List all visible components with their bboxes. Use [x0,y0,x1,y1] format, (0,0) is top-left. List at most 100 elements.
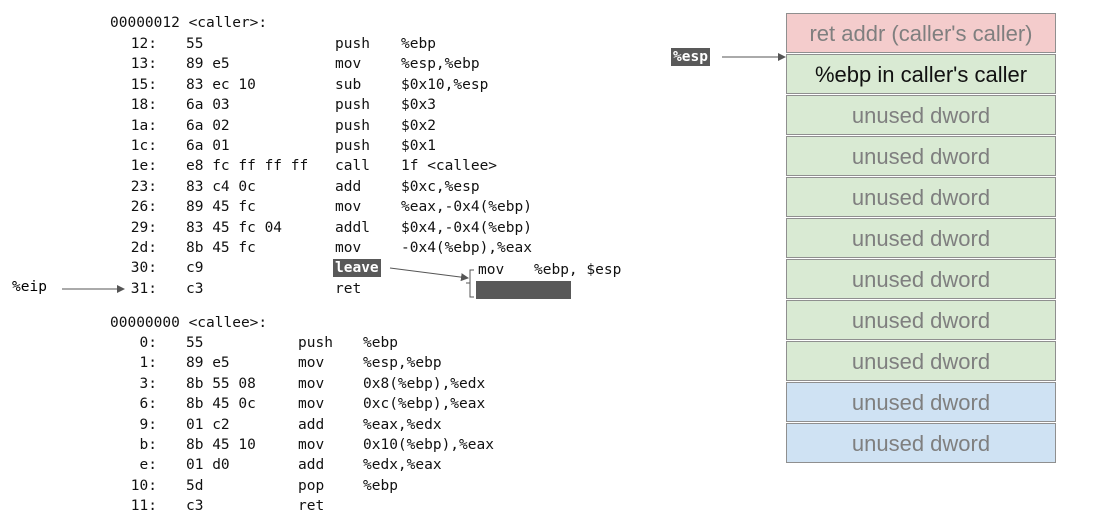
caller-line-mnem: leave [333,259,381,278]
stack-cell: unused dword [786,218,1056,258]
caller-line-bytes: 89 45 fc [186,199,256,216]
caller-line-bytes: 83 ec 10 [186,76,256,93]
callee-line-addr: 0: [139,335,157,351]
callee-line-addr: b: [139,437,157,453]
caller-line-bytes: 6a 03 [186,97,230,114]
esp-label: %esp [671,48,710,66]
caller-line-addr: 1e: [130,158,157,175]
caller-line-mnem: mov [335,56,362,73]
caller-line-bytes: 6a 01 [186,138,230,154]
caller-line-ops: $0x1 [401,138,436,154]
caller-line-ops: %eax,-0x4(%ebp) [401,199,532,216]
callee-line-mnem: push [298,335,333,351]
caller-line-bytes: 6a 02 [186,117,230,134]
caller-line-addr: 1a: [130,117,157,134]
caller-line-bytes: 83 45 fc 04 [186,219,283,236]
leave-brace [466,269,474,298]
caller-line-mnem: push [335,138,370,154]
caller-line-bytes: c3 [186,280,204,297]
stack-cell: unused dword [786,300,1056,340]
leave-expansion-pop-ops: %ebp [574,300,609,316]
caller-line-addr: 12: [130,36,157,52]
callee-line-mnem: add [298,457,325,474]
callee-line-mnem: mov [298,355,325,372]
caller-line-mnem: ret [335,280,362,297]
callee-line-mnem: pop [298,477,325,494]
caller-line-mnem: mov [335,240,362,256]
caller-line-ops: $0x4,-0x4(%ebp) [401,219,532,236]
callee-line-bytes: 01 d0 [186,457,230,474]
caller-line-mnem: push [335,97,370,114]
caller-line-ops: %esp,%ebp [401,56,480,73]
callee-line-addr: 3: [139,375,157,392]
callee-line-bytes: 8b 45 0c [186,396,256,413]
caller-line-mnem: mov [335,199,362,216]
callee-line-mnem: add [298,416,325,433]
leave-expansion-mov-ops: %ebp, $esp [534,262,622,278]
callee-line-addr: 6: [139,396,157,413]
caller-line-bytes: e8 fc ff ff ff [186,158,309,175]
callee-line-ops: %ebp [363,335,398,351]
caller-line-mnem: push [335,117,370,134]
caller-line-addr: 29: [130,219,157,236]
callee-line-bytes: 8b 45 10 [186,437,256,453]
callee-line-ops: %ebp [363,477,398,494]
caller-line-ops: 1f <callee> [401,158,498,175]
callee-line-addr: 11: [130,498,157,515]
stack-cell: unused dword [786,259,1056,299]
caller-line-addr: 2d: [130,240,157,256]
caller-line-mnem: call [335,158,370,175]
stack-cell: unused dword [786,423,1056,463]
callee-line-bytes: 8b 55 08 [186,375,256,392]
caller-line-ops: %ebp [401,36,436,52]
caller-line-mnem: add [335,178,362,195]
callee-line-ops: %edx,%eax [363,457,442,474]
callee-line-addr: 1: [139,355,157,372]
caller-line-addr: 30: [130,260,157,277]
stack-cell: unused dword [786,382,1056,422]
eip-label: %eip [12,279,47,295]
caller-line-bytes: 89 e5 [186,56,230,73]
caller-line-ops: -0x4(%ebp),%eax [401,240,532,256]
stack-cell: unused dword [786,95,1056,135]
stack-cell: unused dword [786,136,1056,176]
caller-line-addr: 26: [130,199,157,216]
stack-cell: unused dword [786,177,1056,217]
callee-header: 00000000 <callee>: [110,315,268,331]
caller-header: 00000012 <caller>: [110,15,268,31]
stack-cell: ret addr (caller's caller) [786,13,1056,53]
leave-expansion-mov-mnem: mov [478,262,505,278]
callee-line-ops: 0xc(%ebp),%eax [363,396,486,413]
caller-line-addr: 18: [130,97,157,114]
caller-line-ops: $0xc,%esp [401,178,480,195]
caller-line-bytes: 83 c4 0c [186,178,256,195]
callee-line-bytes: 89 e5 [186,355,230,372]
caller-line-addr: 31: [130,280,157,297]
caller-line-mnem: push [335,36,370,52]
caller-line-bytes: 55 [186,36,204,52]
leave-expansion-pop: pop %ebp [476,281,609,316]
caller-line-ops: $0x3 [401,97,436,114]
callee-line-ops: 0x8(%ebp),%edx [363,375,486,392]
caller-line-bytes: 8b 45 fc [186,240,256,256]
callee-line-mnem: mov [298,437,325,453]
callee-line-mnem: mov [298,396,325,413]
caller-line-addr: 1c: [130,138,157,154]
callee-line-addr: e: [139,457,157,474]
leave-expansion-pop-mnem: pop [512,300,540,316]
callee-line-bytes: 5d [186,477,204,494]
caller-line-ops: $0x2 [401,117,436,134]
callee-line-bytes: 01 c2 [186,416,230,433]
callee-line-bytes: c3 [186,498,204,515]
callee-line-ops: %eax,%edx [363,416,442,433]
caller-line-mnem: sub [335,76,362,93]
caller-line-addr: 13: [130,56,157,73]
callee-line-ops: %esp,%ebp [363,355,442,372]
caller-line-addr: 23: [130,178,157,195]
leave-arrow [389,267,469,282]
callee-line-bytes: 55 [186,335,204,351]
caller-line-bytes: c9 [186,260,204,277]
callee-line-addr: 10: [130,477,157,494]
stack-cell: unused dword [786,341,1056,381]
callee-line-addr: 9: [139,416,157,433]
